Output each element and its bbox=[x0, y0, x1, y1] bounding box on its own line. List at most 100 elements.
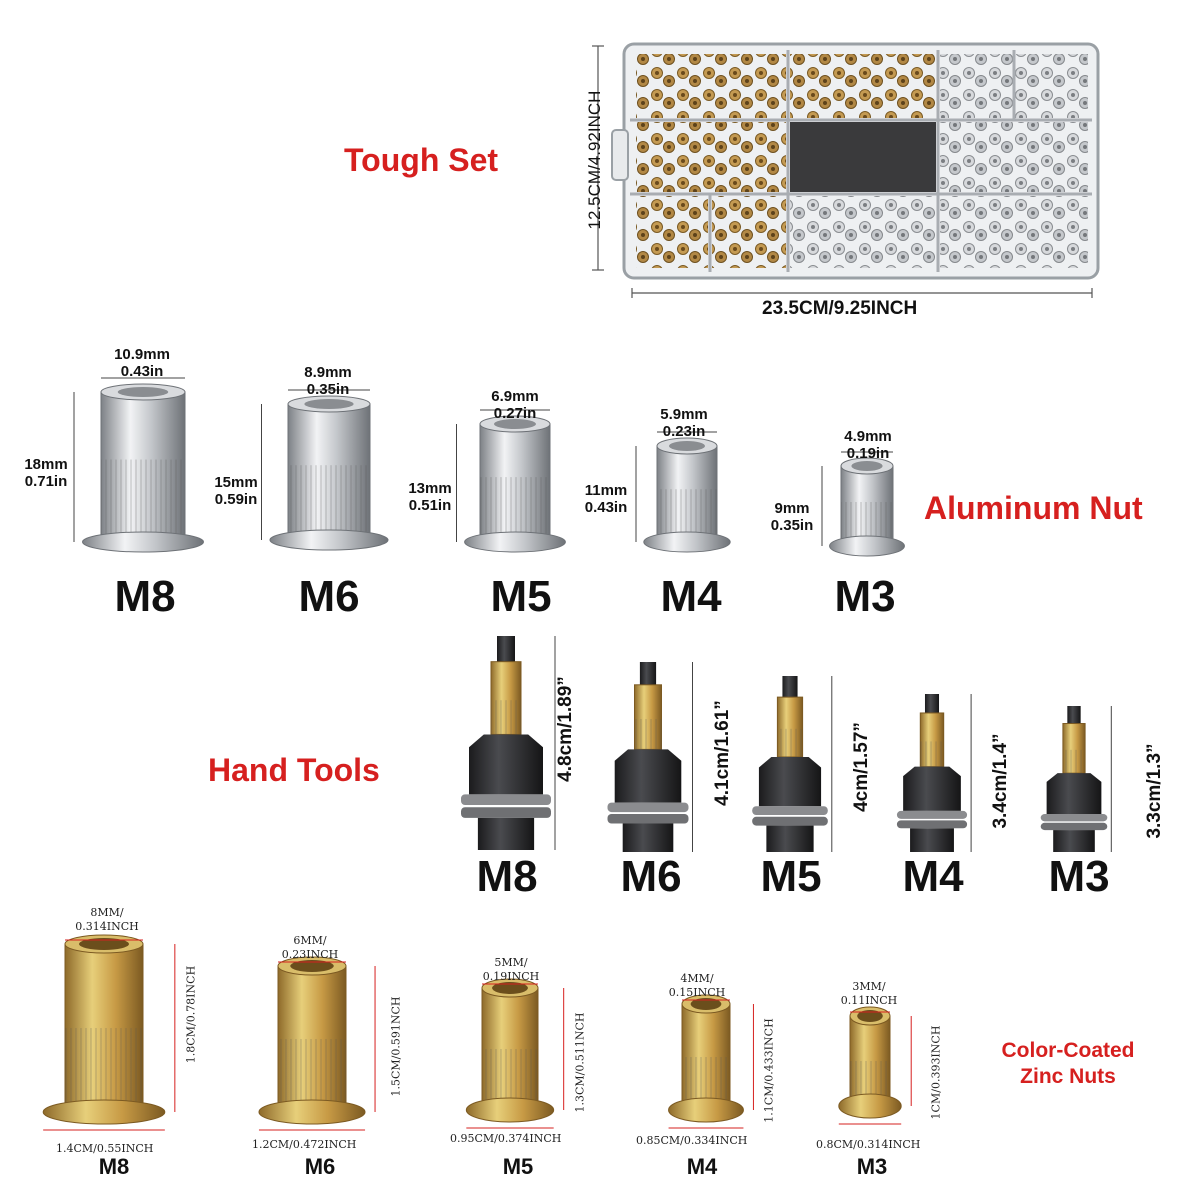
tool-m5-size: M5 bbox=[760, 852, 822, 901]
alu-nut-m4-image bbox=[635, 431, 731, 553]
tool-m6-size: M6 bbox=[620, 852, 682, 901]
zinc-m6-top-inch: 0.23INCH bbox=[281, 948, 339, 961]
zinc-m4-top: 4MM/ 0.15INCH bbox=[662, 972, 732, 1000]
alu-m8-width-in: 0.43in bbox=[120, 363, 164, 380]
zinc-m5-top-mm: 5MM/ bbox=[494, 956, 528, 969]
alu-m3-height-mm: 9mm bbox=[774, 500, 810, 517]
zinc-m5-top: 5MM/ 0.19INCH bbox=[476, 956, 546, 984]
alu-m4-height-in: 0.43in bbox=[584, 499, 628, 516]
zinc-m5-height: 1.3CM/0.511NCH bbox=[573, 1012, 587, 1113]
alu-nut-m6-image bbox=[261, 389, 389, 551]
zinc-m4-top-inch: 0.15INCH bbox=[668, 986, 726, 999]
alu-nut-m8-image bbox=[73, 377, 204, 553]
alu-m5-height-mm: 13mm bbox=[408, 480, 452, 497]
zinc-m6-top: 6MM/ 0.23INCH bbox=[270, 934, 350, 962]
zinc-m8-base: 1.4CM/0.55INCH bbox=[56, 1142, 154, 1155]
alu-m3-size: M3 bbox=[834, 572, 896, 621]
zinc-m3-top-inch: 0.11INCH bbox=[840, 994, 898, 1007]
aluminum-nut-images bbox=[73, 377, 905, 557]
alu-nut-m5-image bbox=[456, 409, 566, 553]
hand-tool-m4-image bbox=[896, 694, 972, 852]
alu-m3-height-in: 0.35in bbox=[770, 517, 814, 534]
zinc-nut-m4-image bbox=[668, 994, 754, 1129]
alu-m6-size: M6 bbox=[298, 572, 360, 621]
alu-m6-width: 8.9mm 0.35in bbox=[290, 364, 366, 398]
alu-m4-height: 11mm 0.43in bbox=[576, 482, 636, 516]
alu-m5-size: M5 bbox=[490, 572, 552, 621]
alu-m5-width-in: 0.27in bbox=[493, 405, 537, 422]
zinc-m6-height: 1.5CM/0.591NCH bbox=[389, 996, 403, 1097]
alu-m8-height-in: 0.71in bbox=[24, 473, 68, 490]
zinc-nut-m5-image bbox=[465, 978, 565, 1129]
hand-tool-m3-image bbox=[1040, 706, 1112, 852]
zinc-nut-m6-image bbox=[258, 956, 376, 1131]
alu-m6-width-in: 0.35in bbox=[306, 381, 350, 398]
zinc-m8-top-mm: 8MM/ bbox=[90, 906, 124, 919]
tough-set-title: Tough Set bbox=[344, 142, 499, 178]
box-dimension-lines bbox=[592, 45, 1093, 298]
tool-m4-length: 3.4cm/1.4” bbox=[990, 733, 1011, 829]
hand-tool-images bbox=[461, 636, 1112, 852]
tool-m5-length: 4cm/1.57” bbox=[851, 722, 872, 812]
alu-m8-height-mm: 18mm bbox=[24, 456, 68, 473]
zinc-nut-images bbox=[42, 934, 912, 1131]
zinc-m8-size: M8 bbox=[98, 1154, 130, 1179]
alu-m4-width-in: 0.23in bbox=[662, 423, 706, 440]
alu-m3-height: 9mm 0.35in bbox=[762, 500, 822, 534]
tool-m6-length: 4.1cm/1.61” bbox=[712, 700, 733, 806]
zinc-m6-base: 1.2CM/0.472INCH bbox=[252, 1138, 357, 1151]
zinc-nuts-title-line2: Zinc Nuts bbox=[1020, 1065, 1116, 1088]
zinc-m3-size: M3 bbox=[856, 1154, 888, 1179]
alu-m3-width-mm: 4.9mm bbox=[844, 428, 892, 445]
hand-tool-m6-image bbox=[607, 662, 693, 852]
zinc-nut-m3-image bbox=[838, 1006, 912, 1125]
zinc-m8-top: 8MM/ 0.314INCH bbox=[62, 906, 152, 934]
zinc-m4-top-mm: 4MM/ bbox=[680, 972, 714, 985]
zinc-nuts-title-line1: Color-Coated bbox=[1001, 1039, 1135, 1062]
alu-m8-width: 10.9mm 0.43in bbox=[100, 346, 184, 380]
alu-m6-height-in: 0.59in bbox=[214, 491, 258, 508]
zinc-m5-size: M5 bbox=[502, 1154, 534, 1179]
alu-m5-height-in: 0.51in bbox=[408, 497, 452, 514]
alu-m4-size: M4 bbox=[660, 572, 722, 621]
alu-m4-width-mm: 5.9mm bbox=[660, 406, 708, 423]
alu-m8-size: M8 bbox=[114, 572, 176, 621]
tool-m3-size: M3 bbox=[1048, 852, 1110, 901]
alu-m5-width: 6.9mm 0.27in bbox=[480, 388, 550, 422]
alu-m6-width-mm: 8.9mm bbox=[304, 364, 352, 381]
hand-tools-title: Hand Tools bbox=[208, 752, 380, 788]
zinc-m4-base: 0.85CM/0.334INCH bbox=[636, 1134, 748, 1147]
zinc-m4-size: M4 bbox=[686, 1154, 718, 1179]
alu-m3-width-in: 0.19in bbox=[846, 445, 890, 462]
alu-m4-width: 5.9mm 0.23in bbox=[652, 406, 716, 440]
zinc-m3-top-mm: 3MM/ bbox=[852, 980, 886, 993]
zinc-nut-m8-image bbox=[42, 934, 176, 1131]
box-width-label: 23.5CM/9.25INCH bbox=[762, 298, 918, 319]
tool-m3-length: 3.3cm/1.3” bbox=[1144, 743, 1165, 839]
zinc-m6-size: M6 bbox=[304, 1154, 336, 1179]
zinc-m3-top: 3MM/ 0.11INCH bbox=[834, 980, 904, 1008]
alu-m5-height: 13mm 0.51in bbox=[400, 480, 460, 514]
hand-tool-m8-image bbox=[461, 636, 556, 850]
alu-m8-width-mm: 10.9mm bbox=[114, 346, 170, 363]
tool-m8-size: M8 bbox=[476, 852, 538, 901]
storage-box-image bbox=[611, 42, 1100, 280]
zinc-m8-top-inch: 0.314INCH bbox=[75, 920, 139, 933]
zinc-m3-height: 1CM/0.393INCH bbox=[929, 1025, 943, 1120]
hand-tool-m5-image bbox=[752, 676, 833, 852]
alu-m4-height-mm: 11mm bbox=[584, 482, 628, 499]
alu-m5-width-mm: 6.9mm bbox=[491, 388, 539, 405]
alu-m3-width: 4.9mm 0.19in bbox=[836, 428, 900, 462]
tool-m4-size: M4 bbox=[902, 852, 964, 901]
alu-m6-height-mm: 15mm bbox=[214, 474, 258, 491]
zinc-nuts-title: Color-Coated Zinc Nuts bbox=[988, 1038, 1148, 1090]
alu-nut-m3-image bbox=[821, 451, 905, 557]
zinc-m5-base: 0.95CM/0.374INCH bbox=[450, 1132, 562, 1145]
aluminum-nut-title: Aluminum Nut bbox=[924, 490, 1143, 526]
box-height-label: 12.5CM/4.92INCH bbox=[585, 90, 604, 230]
tool-m8-length: 4.8cm/1.89” bbox=[555, 676, 576, 782]
alu-m8-height: 18mm 0.71in bbox=[16, 456, 76, 490]
zinc-m3-base: 0.8CM/0.314INCH bbox=[816, 1138, 921, 1151]
zinc-m5-top-inch: 0.19INCH bbox=[482, 970, 540, 983]
